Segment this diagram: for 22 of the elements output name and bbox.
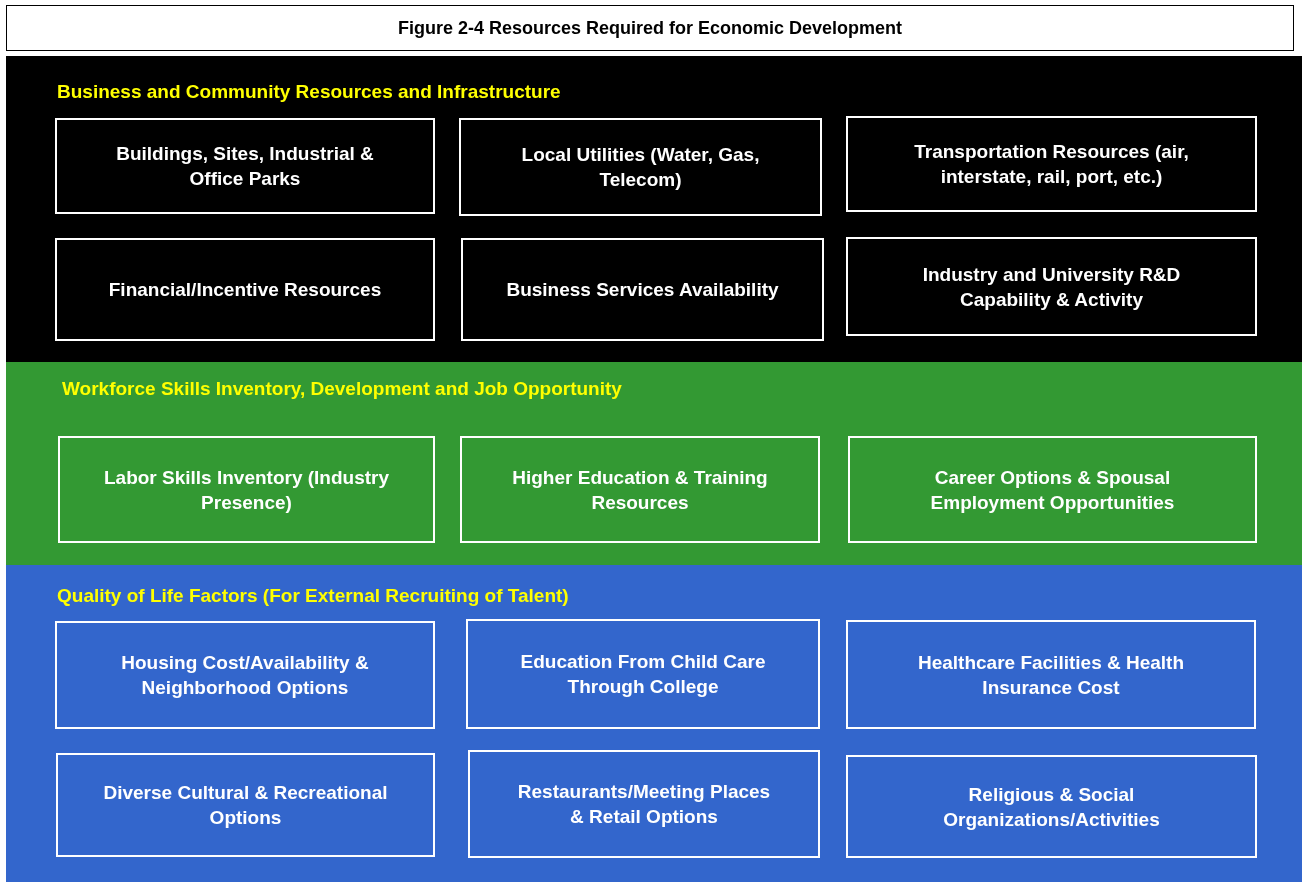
resource-box: Housing Cost/Availability & Neighborhood Options: [55, 621, 435, 729]
resource-box: Religious & Social Organizations/Activities: [846, 755, 1257, 858]
resource-box: Healthcare Facilities & Health Insurance Cost: [846, 620, 1256, 729]
resource-box: Restaurants/Meeting Places & Retail Options: [468, 750, 820, 858]
resource-box: Higher Education & Training Resources: [460, 436, 820, 543]
resource-box: Business Services Availability: [461, 238, 824, 341]
section-heading: Workforce Skills Inventory, Development and Job Opportunity: [62, 378, 622, 400]
resource-box: Buildings, Sites, Industrial & Office Parks: [55, 118, 435, 214]
resource-box: Industry and University R&D Capability & Activity: [846, 237, 1257, 336]
resource-box: Labor Skills Inventory (Industry Presence): [58, 436, 435, 543]
resource-box: Career Options & Spousal Employment Opportunities: [848, 436, 1257, 543]
figure-title: Figure 2-4 Resources Required for Economic Development: [6, 5, 1294, 51]
section-heading: Quality of Life Factors (For External Recruiting of Talent): [57, 585, 569, 607]
section-band: [6, 362, 1302, 565]
section-heading: Business and Community Resources and Infrastructure: [57, 81, 561, 103]
resource-box: Diverse Cultural & Recreational Options: [56, 753, 435, 857]
resource-box: Local Utilities (Water, Gas, Telecom): [459, 118, 822, 216]
resource-box: Financial/Incentive Resources: [55, 238, 435, 341]
resource-box: Transportation Resources (air, interstate, rail, port, etc.): [846, 116, 1257, 212]
section-band: [6, 56, 1302, 362]
resource-box: Education From Child Care Through College: [466, 619, 820, 729]
section-band: [6, 565, 1302, 882]
